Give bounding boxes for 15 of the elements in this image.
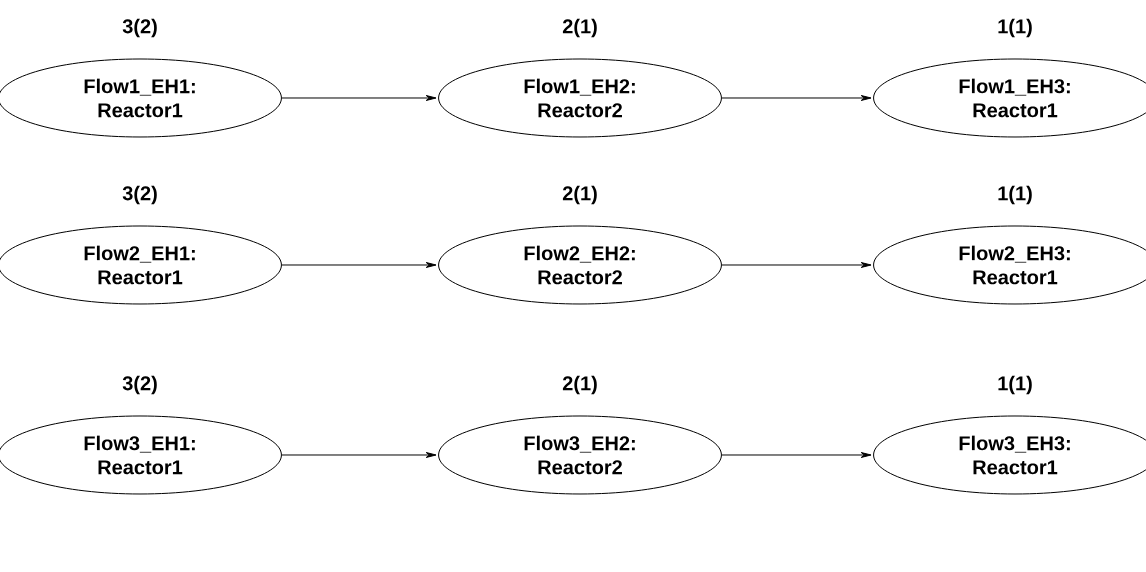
node-caption: 2(1) [562,375,597,395]
node-caption: 3(2) [122,18,157,38]
node-caption: 2(1) [562,18,597,38]
node-caption: 1(1) [998,185,1032,205]
node-caption: 1(1) [998,375,1032,395]
arrow [721,262,872,268]
node-caption: 3(2) [122,185,157,205]
node-caption: 3(2) [122,375,157,395]
node-caption: 2(1) [562,185,597,205]
node-caption: 1(1) [998,18,1032,38]
arrow [721,452,872,458]
arrow [281,452,437,458]
arrow [721,95,872,101]
arrow [281,95,437,101]
arrow [281,262,437,268]
